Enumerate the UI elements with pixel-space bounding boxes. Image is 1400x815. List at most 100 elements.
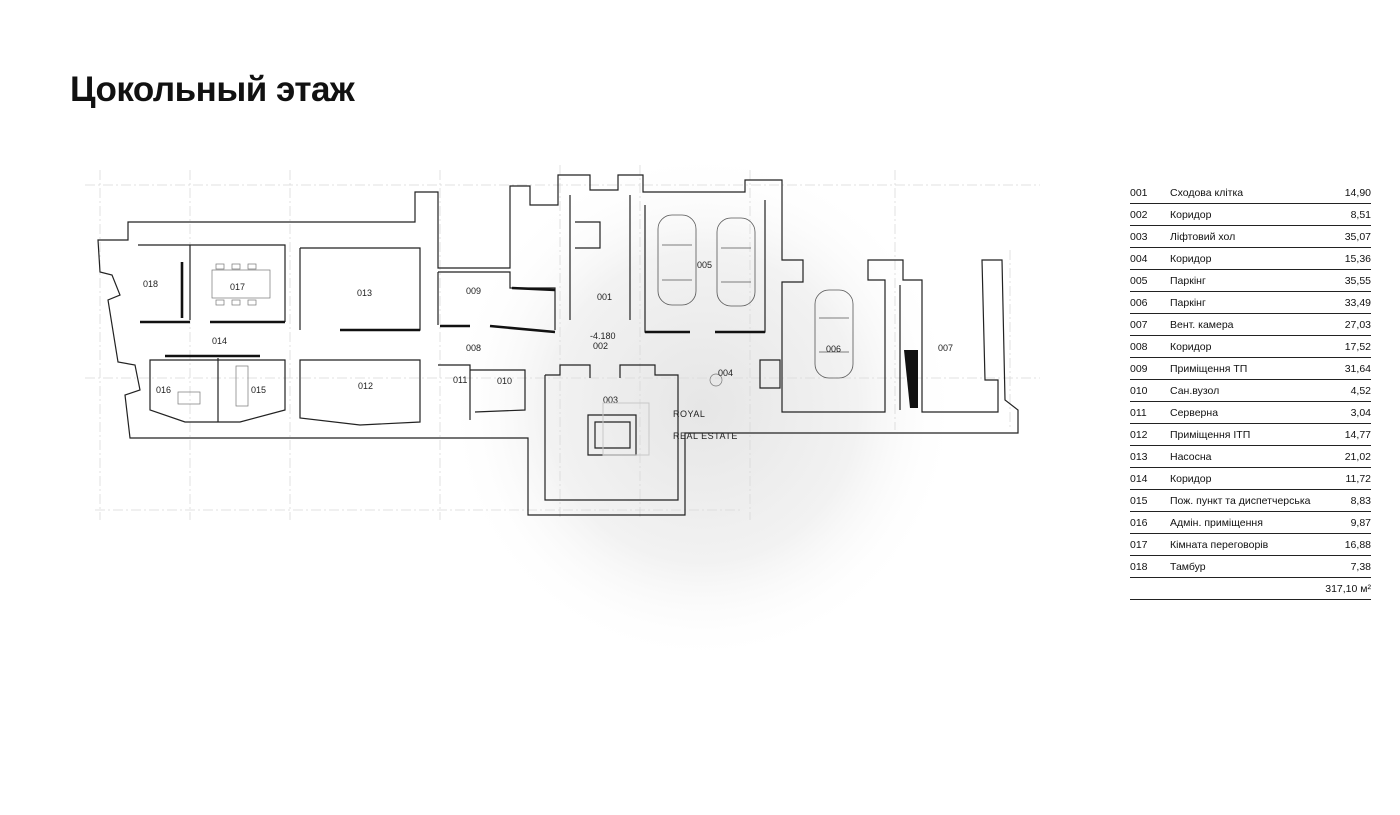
legend-row: 005 Паркінг 35,55 (1130, 271, 1371, 292)
room-label-018: 018 (143, 279, 158, 289)
legend-row: 003 Ліфтовий хол 35,07 (1130, 227, 1371, 248)
legend-row: 018 Тамбур 7,38 (1130, 557, 1371, 578)
room-label-009: 009 (466, 286, 481, 296)
legend-row: 013 Насосна 21,02 (1130, 447, 1371, 468)
legend-row: 008 Коридор 17,52 (1130, 337, 1371, 358)
axis-grid (85, 165, 1040, 520)
legend-area: 8,51 (1350, 209, 1371, 221)
legend-code: 011 (1130, 407, 1147, 419)
legend-total: 317,10 м² (1130, 579, 1371, 600)
legend-area: 31,64 (1344, 363, 1371, 375)
legend-area: 3,04 (1350, 407, 1371, 419)
legend-code: 014 (1130, 473, 1148, 485)
legend-code: 003 (1130, 231, 1148, 243)
legend-name: Ліфтовий хол (1170, 231, 1236, 243)
legend-area: 7,38 (1350, 561, 1371, 573)
meeting-table-icon (211, 263, 271, 306)
room-label-006: 006 (826, 344, 841, 354)
room-label-007: 007 (938, 343, 953, 353)
room-label-015: 015 (251, 385, 266, 395)
legend-row: 014 Коридор 11,72 (1130, 469, 1371, 490)
page-title: Цокольный этаж (70, 70, 355, 109)
room-label-002: 002 (593, 341, 608, 351)
legend-area: 9,87 (1350, 517, 1371, 529)
interior-walls (140, 262, 765, 358)
legend-name: Пож. пункт та диспетчерська (1170, 495, 1311, 507)
legend-code: 004 (1130, 253, 1148, 265)
room-label-010: 010 (497, 376, 512, 386)
room-label-008: 008 (466, 343, 481, 353)
legend-name: Серверна (1170, 407, 1219, 419)
legend-code: 012 (1130, 429, 1148, 441)
legend-area: 14,90 (1344, 187, 1371, 199)
legend-row: 001 Сходова клітка 14,90 (1130, 183, 1371, 204)
legend-code: 009 (1130, 363, 1148, 375)
car-icon-3 (814, 289, 854, 379)
legend-name: Насосна (1170, 451, 1212, 463)
legend-code: 005 (1130, 275, 1148, 287)
legend-area: 11,72 (1345, 473, 1372, 485)
room-label-017: 017 (230, 282, 245, 292)
room-label-016: 016 (156, 385, 171, 395)
room-label-011: 011 (453, 375, 467, 385)
legend-name: Коридор (1170, 253, 1212, 265)
legend-name: Сходова клітка (1170, 187, 1244, 199)
legend-area: 4,52 (1350, 385, 1371, 397)
legend-row: 016 Адмін. приміщення 9,87 (1130, 513, 1371, 534)
legend-name: Коридор (1170, 341, 1212, 353)
legend-code: 015 (1130, 495, 1148, 507)
legend-name: Адмін. приміщення (1170, 517, 1263, 529)
legend-name: Коридор (1170, 209, 1212, 221)
legend-name: Сан.вузол (1170, 385, 1220, 397)
legend-name: Приміщення ТП (1170, 363, 1248, 375)
legend-area: 8,83 (1350, 495, 1371, 507)
room-label-004: 004 (718, 368, 733, 378)
legend-name: Приміщення ІТП (1170, 429, 1251, 441)
legend-code: 008 (1130, 341, 1148, 353)
legend-code: 002 (1130, 209, 1148, 221)
legend-name: Тамбур (1170, 561, 1206, 573)
plan-shading (445, 150, 960, 665)
legend-area: 27,03 (1344, 319, 1371, 331)
legend-area: 35,55 (1344, 275, 1371, 287)
legend-area: 15,36 (1344, 253, 1371, 265)
legend-row: 004 Коридор 15,36 (1130, 249, 1371, 270)
legend-area: 17,52 (1344, 341, 1371, 353)
room-labels: 001 -4.180 002 003 004 005 006 007 008 0… (143, 260, 953, 405)
watermark-line-1: ROYAL (673, 409, 705, 419)
room-label-003: 003 (603, 395, 618, 405)
legend-area: 35,07 (1344, 231, 1371, 243)
legend-area: 16,88 (1344, 539, 1371, 551)
legend-name: Вент. камера (1170, 319, 1234, 331)
room-label-012: 012 (358, 381, 373, 391)
watermark: ROYAL REAL ESTATE (602, 402, 738, 456)
shaft-block (904, 350, 918, 408)
legend-code: 013 (1130, 451, 1148, 463)
legend-area: 33,49 (1344, 297, 1371, 309)
room-label-005: 005 (697, 260, 712, 270)
legend-name: Паркінг (1170, 275, 1206, 287)
legend-row: 011 Серверна 3,04 (1130, 403, 1371, 424)
car-icon-2 (716, 217, 756, 307)
legend-code: 007 (1130, 319, 1148, 331)
watermark-line-2: REAL ESTATE (673, 431, 738, 441)
legend-row: 002 Коридор 8,51 (1130, 205, 1371, 226)
legend-row: 009 Приміщення ТП 31,64 (1130, 359, 1371, 380)
room-label-014: 014 (212, 336, 227, 346)
legend-code: 017 (1130, 539, 1148, 551)
desk-icon (177, 365, 723, 407)
legend-name: Коридор (1170, 473, 1212, 485)
legend-row: 007 Вент. камера 27,03 (1130, 315, 1371, 336)
legend-row: 015 Пож. пункт та диспетчерська 8,83 (1130, 491, 1371, 512)
room-label-001: 001 (597, 292, 612, 302)
legend-code: 001 (1130, 187, 1148, 199)
legend-code: 018 (1130, 561, 1148, 573)
legend-code: 016 (1130, 517, 1148, 529)
legend-name: Паркінг (1170, 297, 1206, 309)
legend-area: 21,02 (1344, 451, 1371, 463)
